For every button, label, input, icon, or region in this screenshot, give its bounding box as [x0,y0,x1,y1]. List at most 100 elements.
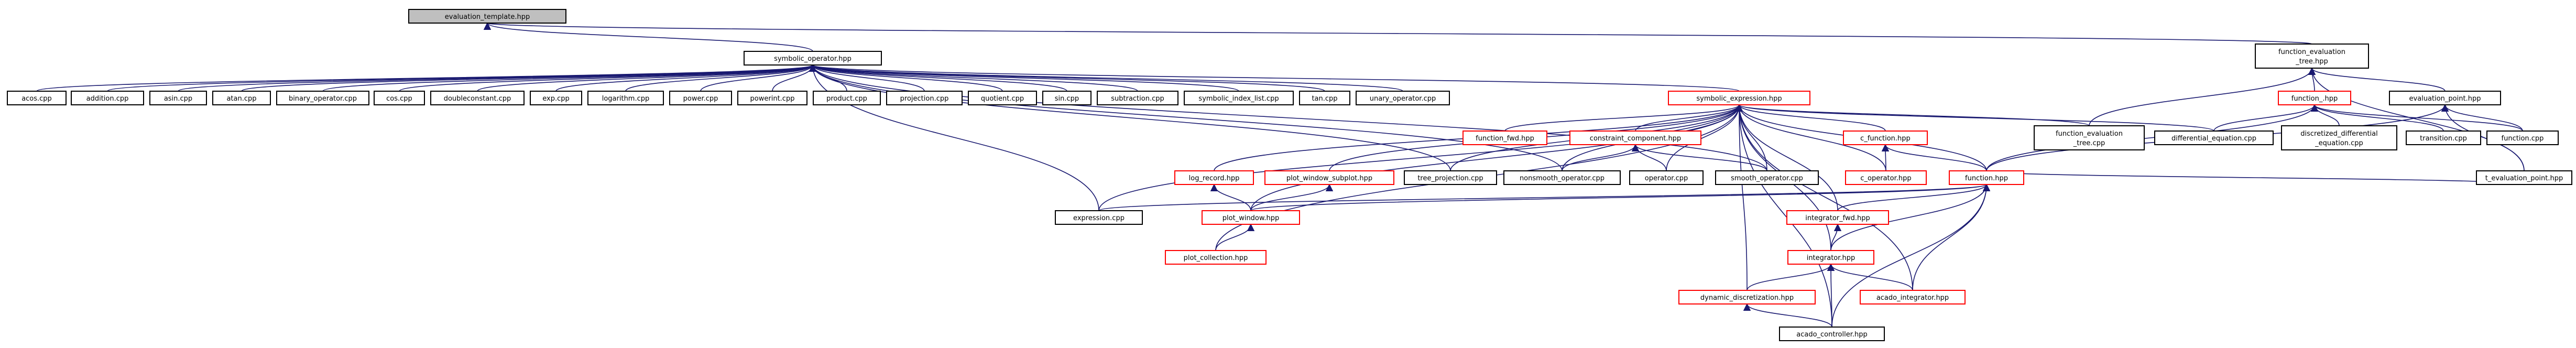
edge-function_hpp_top-to-function_cpp [2311,104,2523,132]
node-symbolic_operator[interactable]: symbolic_operator.hpp [744,51,882,66]
node-unary_operator[interactable]: unary_operator.cpp [1356,91,1450,105]
node-box-symbolic_index_list [1184,91,1294,105]
node-quotient[interactable]: quotient.cpp [968,91,1037,105]
node-label: power.cpp [683,95,718,103]
node-c_function[interactable]: c_function.hpp [1843,130,1928,145]
node-sin[interactable]: sin.cpp [1042,91,1091,105]
node-label: tree_projection.cpp [1417,175,1483,182]
node-symbolic_index_list[interactable]: symbolic_index_list.cpp [1184,91,1294,105]
node-box-nonsmooth_operator [1503,170,1621,185]
node-label: evaluation_point.hpp [2409,95,2481,103]
node-label: nonsmooth_operator.cpp [1520,175,1604,182]
edge-function_hpp_top-to-differential_equation [2213,104,2319,132]
node-plot_collection[interactable]: plot_collection.hpp [1165,250,1267,265]
node-label: integrator.hpp [1807,254,1855,262]
node-doubleconstant[interactable]: doubleconstant.cpp [430,91,525,105]
node-log_record[interactable]: log_record.hpp [1174,170,1254,185]
node-box-discretized_differential [2281,125,2397,150]
node-label: smooth_operator.cpp [1731,175,1803,182]
node-plot_window_subplot[interactable]: plot_window_subplot.hpp [1264,170,1394,185]
node-transition[interactable]: transition.cpp [2406,130,2481,145]
node-tan[interactable]: tan.cpp [1299,91,1350,105]
node-function_hpp[interactable]: function.hpp [1949,170,2024,185]
node-discretized_differential[interactable]: discretized_differential_equation.cpp [2281,125,2397,150]
edge-symbolic_expression-to-plot_window [1250,104,1743,211]
node-symbolic_expression[interactable]: symbolic_expression.hpp [1668,91,1810,105]
node-box-projection [886,91,963,105]
node-c_operator[interactable]: c_operator.hpp [1845,170,1927,185]
node-constraint_component[interactable]: constraint_component.hpp [1569,130,1701,145]
node-acado_controller[interactable]: acado_controller.hpp [1779,327,1885,341]
node-cos[interactable]: cos.cpp [374,91,425,105]
node-subtraction[interactable]: subtraction.cpp [1097,91,1178,105]
node-plot_window[interactable]: plot_window.hpp [1202,210,1300,225]
node-label: unary_operator.cpp [1370,95,1436,103]
edge-integrator-to-acado_controller [1827,263,1835,328]
node-label: product.cpp [826,95,867,103]
node-dynamic_discretization[interactable]: dynamic_discretization.hpp [1678,290,1816,304]
node-function_hpp_top[interactable]: function_.hpp [2278,91,2351,105]
node-logarithm[interactable]: logarithm.cpp [587,91,664,105]
node-label: integrator_fwd.hpp [1805,214,1870,222]
node-differential_equation[interactable]: differential_equation.cpp [2154,130,2274,145]
node-exp[interactable]: exp.cpp [530,91,582,105]
node-integrator[interactable]: integrator.hpp [1787,250,1874,265]
node-label: dynamic_discretization.hpp [1700,294,1794,302]
node-box-function_evaluation_tree_hpp [2255,44,2369,69]
edge-integrator-to-acado_integrator [1827,263,1913,291]
edge-symbolic_expression-to-function_evaluation_tree_cpp [1735,104,2090,126]
node-tree_projection[interactable]: tree_projection.cpp [1404,170,1497,185]
node-function_evaluation_tree_cpp[interactable]: function_evaluation_tree.cpp [2034,125,2145,150]
node-addition[interactable]: addition.cpp [71,91,144,105]
edge-symbolic_operator-to-sin [809,64,1067,92]
edge-symbolic_expression-to-integrator_fwd [1735,104,1838,211]
node-label: tan.cpp [1312,95,1337,103]
node-acos[interactable]: acos.cpp [7,91,67,105]
node-box-logarithm [587,91,664,105]
node-t_evaluation_point[interactable]: t_evaluation_point.hpp [2476,170,2572,185]
node-label: operator.cpp [1645,175,1688,182]
node-function_fwd[interactable]: function_fwd.hpp [1462,130,1547,145]
node-box-dynamic_discretization [1678,290,1816,304]
node-smooth_operator[interactable]: smooth_operator.cpp [1715,170,1819,185]
node-box-function_hpp [1949,170,2024,185]
edge-symbolic_expression-to-operator_cpp [1666,104,1743,171]
edge-symbolic_operator-to-smooth_operator [809,64,1767,171]
node-product[interactable]: product.cpp [813,91,881,105]
node-box-function_hpp_top [2278,91,2351,105]
edge-symbolic_operator-to-nonsmooth_operator [809,64,1563,171]
node-function_evaluation_tree_hpp[interactable]: function_evaluation_tree.hpp [2255,44,2369,69]
edge-symbolic_expression-to-constraint_component [1635,104,1743,132]
edge-function_hpp-to-plot_window [1250,183,1990,211]
node-binary_operator[interactable]: binary_operator.cpp [276,91,369,105]
node-box-function_evaluation_tree_cpp [2034,125,2145,150]
edge-symbolic_operator-to-exp [555,64,816,92]
node-expression_cpp[interactable]: expression.cpp [1055,210,1143,225]
node-atan[interactable]: atan.cpp [212,91,271,105]
edge-plot_window-to-plot_collection [1215,223,1255,251]
node-label: acado_integrator.hpp [1876,294,1949,302]
node-asin[interactable]: asin.cpp [149,91,207,105]
node-box-sin [1042,91,1091,105]
node-box-plot_window_subplot [1264,170,1394,185]
node-operator_cpp[interactable]: operator.cpp [1629,170,1704,185]
node-box-evaluation_point [2389,91,2501,105]
node-evaluation_point[interactable]: evaluation_point.hpp [2389,91,2501,105]
node-acado_integrator[interactable]: acado_integrator.hpp [1860,290,1966,304]
node-label: symbolic_expression.hpp [1696,95,1782,103]
node-power[interactable]: power.cpp [669,91,732,105]
node-projection[interactable]: projection.cpp [886,91,963,105]
node-integrator_fwd[interactable]: integrator_fwd.hpp [1786,210,1889,225]
node-label: _equation.cpp [2315,139,2363,147]
edge-function_hpp-to-integrator [1830,183,1991,251]
node-box-tree_projection [1404,170,1497,185]
edge-function_hpp-to-acado_integrator [1912,183,1991,291]
node-box-acos [7,91,67,105]
node-powerint[interactable]: powerint.cpp [737,91,807,105]
node-function_cpp[interactable]: function.cpp [2486,130,2559,145]
edge-evaluation_template-to-function_evaluation_tree_hpp [485,22,2312,45]
edge-symbolic_operator-to-logarithm [625,64,817,92]
node-nonsmooth_operator[interactable]: nonsmooth_operator.cpp [1503,170,1621,185]
node-label: log_record.hpp [1189,175,1240,182]
